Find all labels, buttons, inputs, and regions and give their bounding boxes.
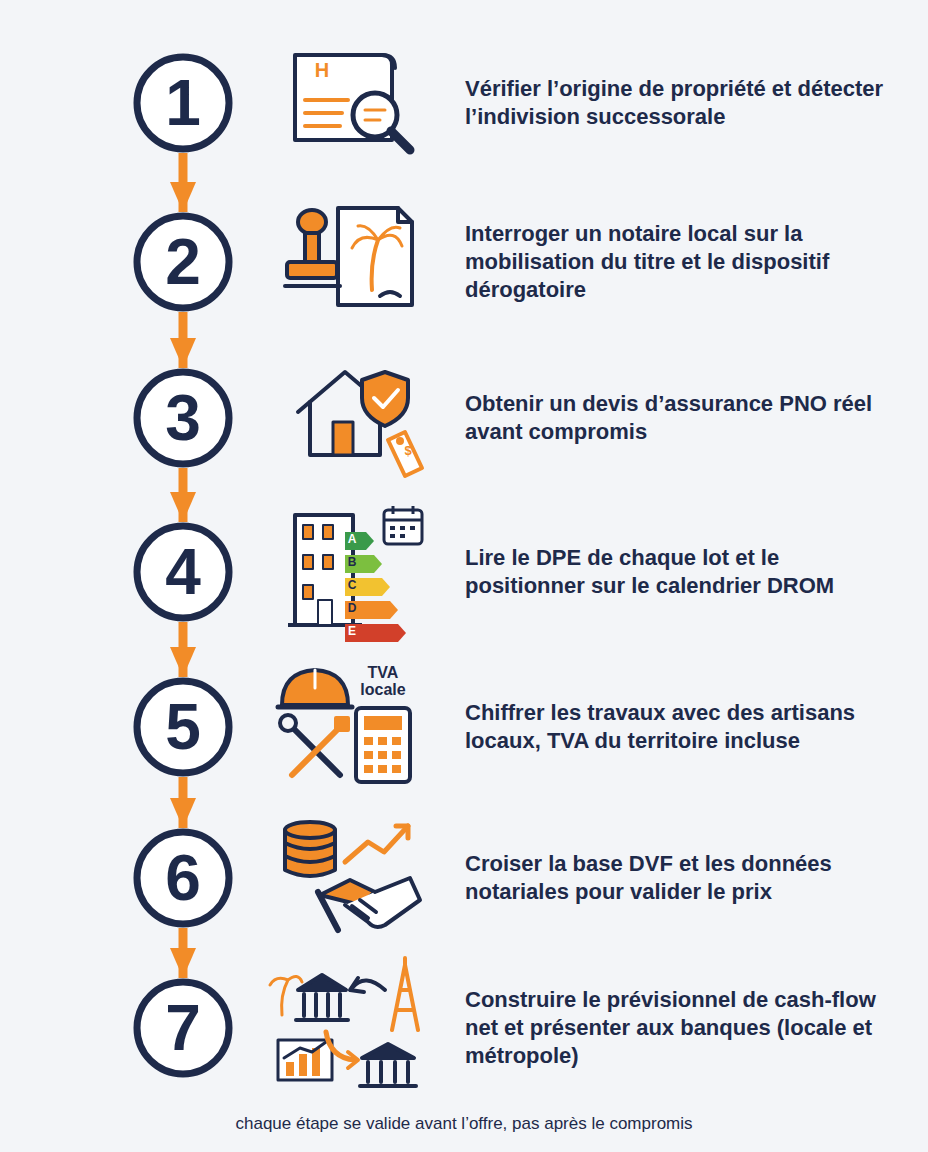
energy-class-letter: D xyxy=(345,602,359,615)
tva-label: TVA locale xyxy=(350,664,416,698)
step-number: 3 xyxy=(133,368,233,468)
step-row: 5 Chiffrer les travaux avec des artisans … xyxy=(133,677,903,777)
step-description: Chiffrer les travaux avec des artisans l… xyxy=(465,699,895,755)
document-search-icon xyxy=(295,55,410,150)
step-number: 6 xyxy=(133,828,233,928)
step-row: 6 Croiser la base DVF et les données nota… xyxy=(133,828,903,928)
price-tag-symbol: $ xyxy=(400,444,416,458)
energy-class-letter: C xyxy=(345,579,359,592)
step-number: 5 xyxy=(133,677,233,777)
step-number: 2 xyxy=(133,212,233,312)
flow-arrow xyxy=(179,622,188,677)
step-row: 2 Interroger un notaire local sur la mobi… xyxy=(133,212,903,312)
flow-arrow xyxy=(179,312,188,368)
stamp-document-icon xyxy=(285,208,412,305)
step-row: 1 Vérifier l’origine de propriété et déte… xyxy=(133,53,903,153)
energy-class-letter: E xyxy=(345,625,359,638)
energy-class-letter: B xyxy=(345,556,359,569)
caption: chaque étape se valide avant l’offre, pa… xyxy=(0,1114,928,1134)
bank-financing-icon xyxy=(270,958,418,1086)
step-row: 4 Lire le DPE de chaque lot et le positio… xyxy=(133,522,903,622)
flow-arrow xyxy=(179,153,188,212)
energy-class-letter: A xyxy=(345,533,359,546)
step-number: 1 xyxy=(133,53,233,153)
step-description: Lire le DPE de chaque lot et le position… xyxy=(465,544,895,600)
step-description: Obtenir un devis d’assurance PNO réel av… xyxy=(465,390,895,446)
dpe-building-icon xyxy=(288,506,422,642)
flow-arrow xyxy=(179,777,188,828)
flow-arrow xyxy=(179,468,188,522)
step-description: Croiser la base DVF et les données notar… xyxy=(465,850,895,906)
step-row: 7 Construire le prévisionnel de cash-flow… xyxy=(133,978,903,1078)
house-insurance-icon xyxy=(298,372,422,476)
step-number: 7 xyxy=(133,978,233,1078)
step-description: Construire le prévisionnel de cash-flow … xyxy=(465,986,895,1070)
step-description: Interroger un notaire local sur la mobil… xyxy=(465,220,895,304)
price-data-icon xyxy=(285,822,420,930)
step-number: 4 xyxy=(133,522,233,622)
icon-letter: H xyxy=(308,60,336,81)
step-row: 3 Obtenir un devis d’assurance PNO réel a… xyxy=(133,368,903,468)
flow-arrow xyxy=(179,928,188,978)
step-description: Vérifier l’origine de propriété et détec… xyxy=(465,75,895,131)
